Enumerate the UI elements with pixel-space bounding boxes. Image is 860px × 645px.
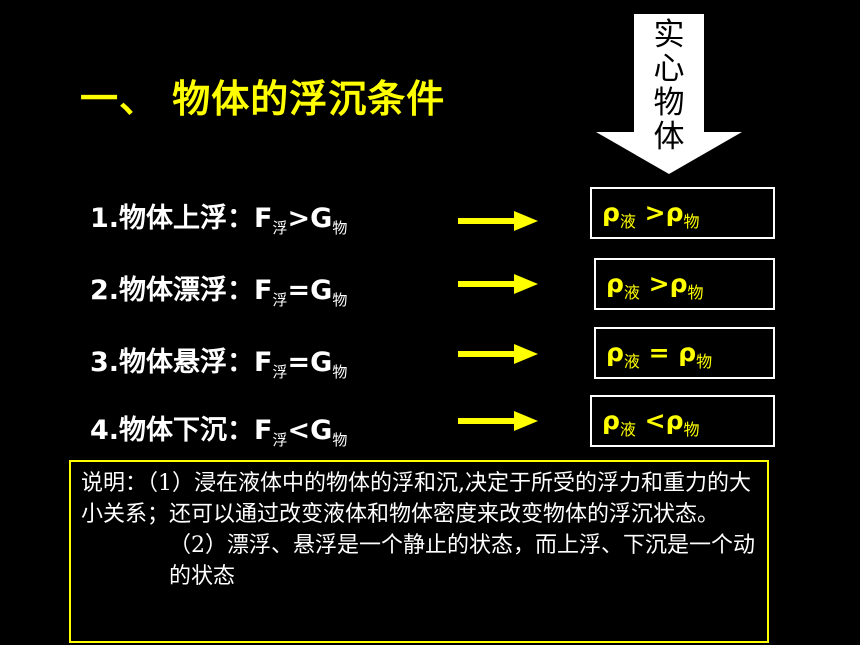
condition-row-1: 1.物体上浮：F浮>G物 (90, 203, 348, 237)
condition-row-2: 2.物体漂浮：F浮=G物 (90, 275, 348, 309)
right-arrow-icon (458, 274, 538, 294)
density-box-2: ρ液 >ρ物 (594, 258, 775, 310)
condition-row-3: 3.物体悬浮：F浮=G物 (90, 347, 348, 381)
note-paragraph-2: （2）漂浮、悬浮是一个静止的状态，而上浮、下沉是一个动的状态 (169, 533, 755, 589)
density-box-4: ρ液 <ρ物 (590, 395, 775, 447)
right-arrow-icon (458, 344, 538, 364)
down-arrow-label: 实 心 物 体 (653, 17, 685, 155)
density-box-1: ρ液 >ρ物 (590, 187, 775, 239)
condition-row-4: 4.物体下沉：F浮<G物 (90, 415, 348, 449)
right-arrow-icon (458, 411, 538, 431)
slide-title: 一、 物体的浮沉条件 (80, 77, 446, 121)
right-arrow-icon (458, 211, 538, 231)
note-paragraph-1: 说明：（1）浸在液体中的物体的浮和沉,决定于所受的浮力和重力的大小关系；还可以通… (81, 471, 751, 527)
down-arrow-icon: 实 心 物 体 (596, 14, 742, 174)
density-box-3: ρ液 = ρ物 (594, 327, 775, 379)
explanation-note: 说明：（1）浸在液体中的物体的浮和沉,决定于所受的浮力和重力的大小关系；还可以通… (69, 460, 769, 643)
